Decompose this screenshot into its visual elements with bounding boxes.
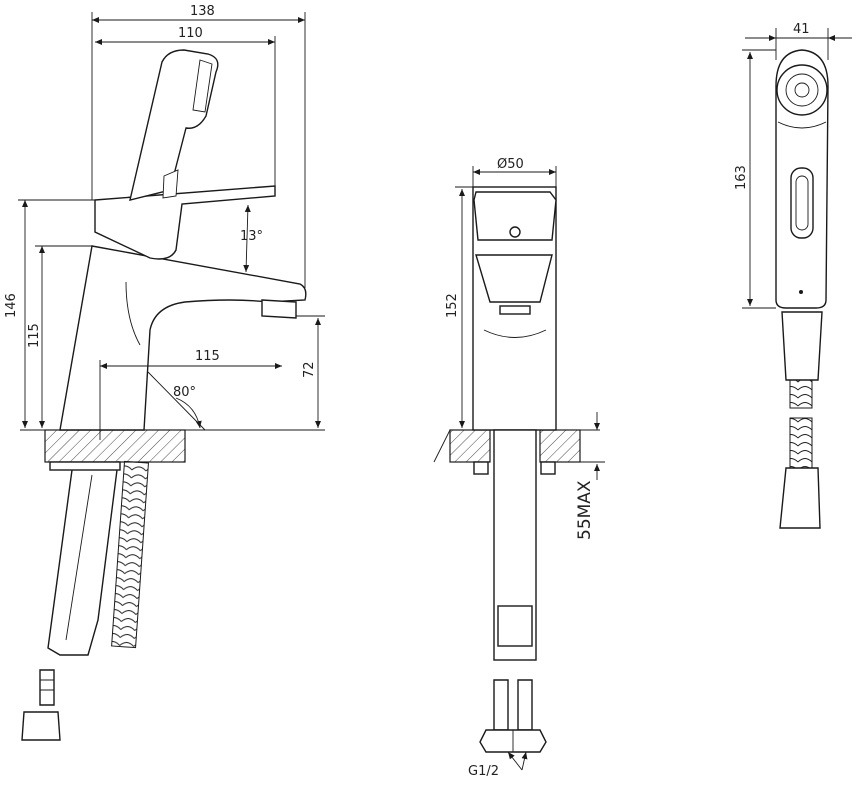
shower-spray-center: [794, 82, 810, 98]
dim-max-thickness: 55MAX: [575, 480, 595, 540]
dim-body-height: 115: [27, 323, 42, 348]
front-hose-left: [493, 679, 509, 731]
side-spout-inner-curve: [125, 281, 141, 346]
dim-total-height: 146: [4, 293, 19, 318]
side-connector-thread: [40, 679, 54, 691]
front-spout: [475, 254, 553, 303]
hand-shower-view: 41 163: [734, 22, 852, 529]
side-shower-nozzle: [192, 59, 213, 113]
side-coil-hose: [111, 460, 149, 649]
dim-lever-angle: 13°: [240, 229, 263, 244]
side-counter-slab: [44, 429, 186, 463]
dim-leader-thread: [507, 751, 523, 771]
front-nut-right: [540, 461, 556, 475]
side-mount-nut: [49, 461, 121, 471]
shower-spray-face-inner: [785, 73, 819, 107]
dim-shower-height: 163: [734, 165, 749, 190]
side-view: 138 110 13° 146 115 115 72 80°: [4, 4, 325, 741]
shower-hose-end: [779, 467, 821, 529]
side-supply-hose-line: [65, 474, 93, 641]
side-lever: [94, 185, 276, 260]
dim-line-lever-angle: [243, 204, 251, 273]
dim-arc-base-angle: [175, 397, 202, 429]
front-counter-slab-right: [539, 429, 581, 463]
shower-hose-coil-top: [789, 379, 813, 409]
dim-handle-width: 110: [178, 26, 203, 41]
front-lever: [473, 191, 557, 241]
side-supply-hose: [47, 461, 119, 656]
side-faucet-body: [59, 245, 307, 431]
front-hose-right: [517, 679, 533, 731]
front-aerator: [499, 305, 531, 315]
shower-hose-connector: [781, 311, 823, 381]
dim-connection-thread: G1/2: [468, 764, 499, 779]
dim-base-angle: 80°: [173, 385, 196, 400]
shower-trigger-inner: [795, 175, 809, 231]
side-shower-clip: [162, 169, 179, 199]
front-counter-slab-left: [449, 429, 491, 463]
dim-shower-width: 41: [793, 22, 810, 37]
front-nut-left: [473, 461, 489, 475]
front-spout-curve: [483, 329, 547, 338]
dim-body-diameter: Ø50: [497, 157, 524, 172]
front-connector-block: [497, 605, 533, 647]
shower-spray-face-outer: [776, 64, 828, 116]
side-aerator: [261, 299, 297, 319]
side-connector: [21, 669, 61, 741]
shower-hose-coil-bottom: [789, 417, 813, 469]
front-lever-screw: [509, 226, 521, 238]
dim-spout-reach: 115: [195, 349, 220, 364]
shower-indicator-dot: [799, 290, 803, 294]
dim-spout-height: 72: [302, 361, 317, 378]
dim-front-height: 152: [445, 293, 460, 318]
shower-rim-line: [777, 121, 827, 129]
dim-total-width: 138: [190, 4, 215, 19]
front-view: Ø50 152 55MAX G1/2: [433, 157, 605, 779]
shower-trigger-button: [790, 167, 814, 239]
